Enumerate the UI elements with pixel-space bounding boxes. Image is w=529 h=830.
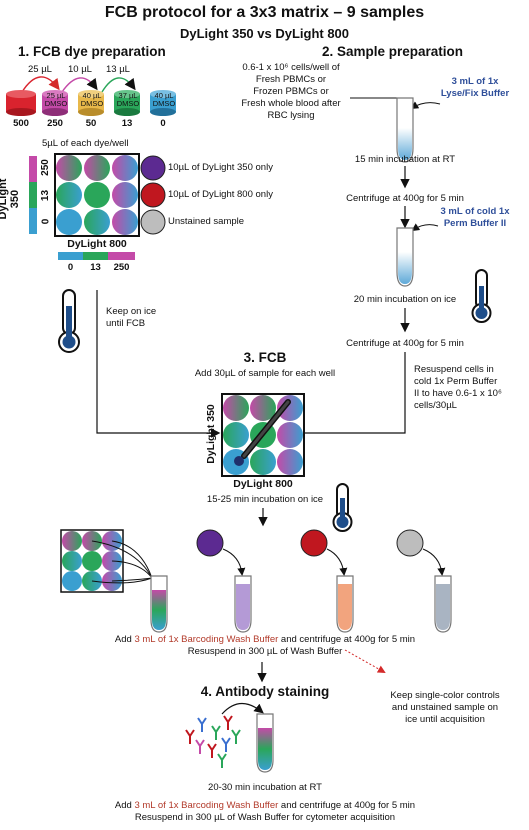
section4-incubation: 20-30 min incubation at RT [208,782,322,793]
wash1-line2: Resuspend in 300 µL of Wash Buffer [187,646,343,657]
fcb-y-axis-label: DyLight 350 [205,404,217,464]
pipette-icon [234,399,291,466]
control-350-circle [196,529,224,557]
control-800-label: 10µL of DyLight 800 only [168,189,273,200]
antibody-icon [185,702,264,768]
dye-matrix [29,153,140,260]
vial-label-2: 40 µL DMSO [80,91,104,108]
dilution-step-1: 25 µL [28,64,52,75]
vial-50 [78,90,104,116]
step4-text: Centrifuge at 400g for 5 min [346,338,464,349]
step3-text: 20 min incubation on ice [353,294,457,305]
small-plate [60,529,153,593]
unstained-circle [396,529,424,557]
step2-text: Centrifuge at 400g for 5 min [346,193,464,204]
fcb-add-text: Add 30µL of sample for each well [194,368,336,379]
unstained-circle [140,209,166,235]
x-axis-label: DyLight 800 [67,238,127,250]
control-800-circle [300,529,328,557]
wash2-line2: Resuspend in 300 µL of Wash Buffer for c… [134,812,396,823]
section1-heading: 1. FCB dye preparation [18,44,166,59]
y-tick-0: 0 [40,218,52,225]
y-axis-label: DyLight 350 [0,178,21,220]
buffer1-label: 3 mL of 1x Lyse/Fix Buffer [440,76,510,99]
dilution-step-2: 10 µL [68,64,92,75]
step1-text: 15 min incubation at RT [354,154,456,165]
y-tick-250: 250 [39,159,51,176]
fcb-incubation-text: 15-25 min incubation on ice [206,494,324,505]
unstained-label: Unstained sample [168,216,245,227]
tube-icon [396,97,414,163]
tube-icon [234,575,252,633]
wash2-line1: Add 3 mL of 1x Barcoding Wash Buffer and… [114,800,416,811]
tube-icon [396,227,414,287]
vial-250 [42,90,68,116]
tube-icon [434,575,452,633]
section3-heading: 3. FCB [243,350,287,365]
arrow-to-fcb [96,290,221,438]
vial-500 [6,90,36,116]
buffer2-label: 3 mL of cold 1x Perm Buffer II [440,206,510,229]
vial-0 [150,90,176,116]
x-tick-0: 0 [67,262,74,273]
thermometer-icon [471,269,492,323]
vial-value-0: 0 [160,118,166,129]
x-tick-13: 13 [90,262,101,273]
vial-label-1: 25 µL DMSO [44,91,68,108]
tube-icon [256,713,274,773]
vial-label-3: 37 µL DMSO [116,91,140,108]
vial-value-250: 250 [47,118,63,129]
y-tick-13: 13 [40,189,52,202]
per-well-text: 5µL of each dye/well [42,138,129,149]
control-800-circle [140,182,166,208]
cells-text: 0.6-1 x 10⁶ cells/well of Fresh PBMCs or… [241,62,341,121]
section4-heading: 4. Antibody staining [200,684,330,699]
tube-icon [336,575,354,633]
page-title: FCB protocol for a 3x3 matrix – 9 sample… [104,4,425,21]
fcb-plate [221,393,305,477]
vial-value-13: 13 [121,118,133,129]
resuspend-text: Resuspend cells in cold 1x Perm Buffer I… [414,364,502,411]
thermometer-icon [58,289,80,353]
wash1-line1: Add 3 mL of 1x Barcoding Wash Buffer and… [114,634,416,645]
x-tick-250: 250 [113,262,130,273]
dilution-series [6,76,176,116]
thermometer-icon [332,483,353,532]
vial-value-50: 50 [85,118,97,129]
page-subtitle: DyLight 350 vs DyLight 800 [179,26,350,41]
dilution-step-3: 13 µL [106,64,130,75]
keep-controls-text: Keep single-color controls and unstained… [390,690,500,725]
vial-value-500: 500 [13,118,29,129]
control-350-label: 10µL of DyLight 350 only [168,162,273,173]
fcb-x-axis-label: DyLight 800 [233,478,293,490]
vial-label-4: 40 µL DMSO [152,91,176,108]
section2-heading: 2. Sample preparation [322,44,464,59]
tube-icon [150,575,168,633]
keep-ice-text: Keep on ice until FCB [106,306,157,329]
control-350-circle [140,155,166,181]
vial-13 [114,90,140,116]
